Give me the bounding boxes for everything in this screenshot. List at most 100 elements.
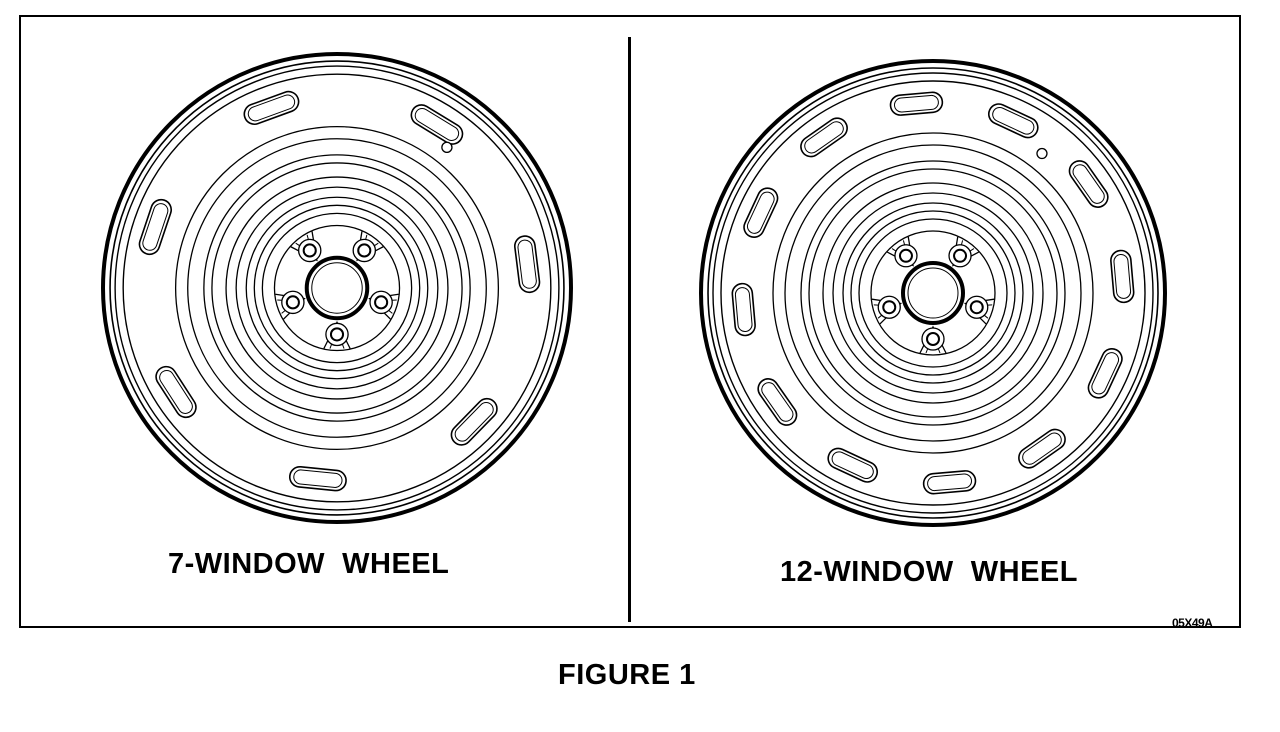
wheel-window xyxy=(450,397,498,446)
outer-rim xyxy=(699,59,1167,527)
wheel-window xyxy=(731,282,756,337)
wheel-window xyxy=(138,198,173,256)
window-inner xyxy=(746,191,775,234)
lug-nut-center xyxy=(898,248,913,263)
window-outline xyxy=(827,447,879,483)
window-inner xyxy=(1091,352,1120,395)
figure-code: 05X49A xyxy=(1172,616,1213,630)
hub-ring xyxy=(174,125,500,451)
lug-nut-center xyxy=(969,300,984,315)
lug-nut-center xyxy=(374,295,389,310)
wheel-window xyxy=(889,91,944,116)
lug-nut-center xyxy=(302,243,317,258)
window-outline xyxy=(1087,347,1123,399)
lug-nut-center xyxy=(926,332,940,346)
hub-ring xyxy=(808,168,1058,418)
seven-window-wheel-label: 7-WINDOW WHEEL xyxy=(168,548,450,580)
rim-ring xyxy=(720,80,1146,506)
hub-ring xyxy=(772,132,1094,454)
figure-frame xyxy=(19,15,1241,628)
wheel-window xyxy=(155,365,197,419)
window-inner xyxy=(293,469,343,488)
center-bore-inner xyxy=(907,267,959,319)
window-inner xyxy=(247,94,296,122)
window-outline xyxy=(743,187,779,239)
valve-stem-hole xyxy=(441,141,453,154)
window-outline xyxy=(1110,249,1135,304)
hub-ring xyxy=(832,192,1034,394)
window-outline xyxy=(138,198,173,256)
window-inner xyxy=(142,203,169,251)
window-outline xyxy=(757,378,798,426)
hub-ring xyxy=(225,176,449,400)
window-outline xyxy=(243,90,300,126)
hub-ring xyxy=(858,218,1008,368)
hub-ring xyxy=(261,212,413,364)
window-inner xyxy=(761,382,794,422)
hub-ring xyxy=(187,138,487,438)
window-outline xyxy=(514,235,541,294)
window-outline xyxy=(155,365,197,419)
rim-ring xyxy=(114,65,560,511)
rim-ring xyxy=(707,67,1159,519)
wheel-window xyxy=(1110,249,1135,304)
window-inner xyxy=(414,107,460,141)
wheel-window xyxy=(243,90,300,126)
window-outline xyxy=(1068,160,1109,208)
panel-divider xyxy=(628,37,631,622)
window-outline xyxy=(889,91,944,116)
window-outline xyxy=(922,470,977,495)
window-inner xyxy=(1113,253,1132,299)
lug-nut-center xyxy=(285,295,300,310)
wheel-window xyxy=(410,104,464,145)
hub-ring xyxy=(203,154,471,422)
wheel-window xyxy=(800,117,848,158)
hub-ring xyxy=(784,144,1082,442)
center-bore-inner xyxy=(311,262,363,314)
wheel-window xyxy=(922,470,977,495)
lug-nut-center xyxy=(882,300,897,315)
hub-ring xyxy=(211,162,463,414)
rim-ring xyxy=(712,72,1154,514)
window-outline xyxy=(450,397,498,446)
rim-ring xyxy=(109,60,565,516)
hub-ring xyxy=(800,160,1066,426)
window-inner xyxy=(454,401,494,442)
window-inner xyxy=(517,239,537,289)
hub-ring xyxy=(253,204,421,372)
twelve-window-wheel xyxy=(699,59,1167,527)
rim-ring xyxy=(122,73,552,503)
hub-ring xyxy=(822,182,1044,404)
window-outline xyxy=(1018,428,1066,469)
hub-ring xyxy=(235,186,439,390)
window-inner xyxy=(927,473,973,492)
lug-nut-center xyxy=(953,248,968,263)
wheel-window xyxy=(288,465,347,492)
center-bore xyxy=(901,261,965,325)
window-inner xyxy=(159,370,193,414)
wheel-window xyxy=(1018,428,1066,469)
figure-caption: FIGURE 1 xyxy=(558,659,696,691)
wheel-window xyxy=(1068,160,1109,208)
window-inner xyxy=(804,121,844,154)
wheel-window xyxy=(987,103,1039,139)
window-inner xyxy=(831,451,874,480)
window-outline xyxy=(987,103,1039,139)
window-inner xyxy=(1072,164,1105,204)
hub-ring xyxy=(842,202,1024,384)
center-bore xyxy=(304,255,370,321)
outer-rim xyxy=(101,52,573,524)
window-inner xyxy=(893,94,939,113)
window-inner xyxy=(992,106,1035,135)
window-outline xyxy=(800,117,848,158)
seven-window-wheel xyxy=(101,52,573,524)
hub-ring xyxy=(245,196,429,380)
wheel-window xyxy=(514,235,541,294)
wheel-window xyxy=(757,378,798,426)
window-outline xyxy=(288,465,347,492)
hub-ring xyxy=(850,210,1016,376)
lug-nut-center xyxy=(357,243,372,258)
window-outline xyxy=(731,282,756,337)
twelve-window-wheel-label: 12-WINDOW WHEEL xyxy=(780,556,1078,588)
